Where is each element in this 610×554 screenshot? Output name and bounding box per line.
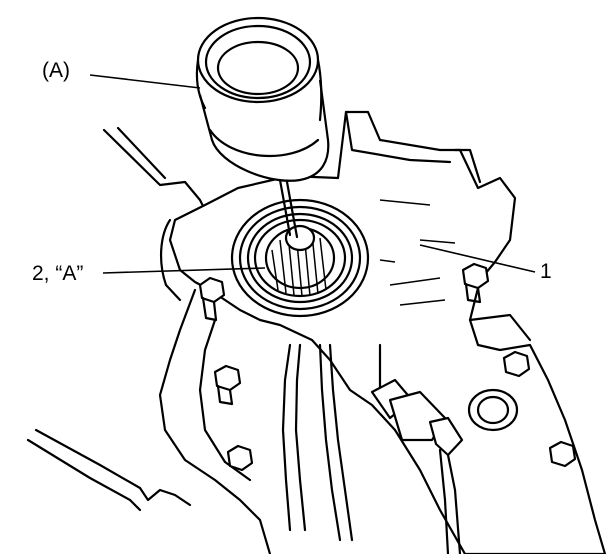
bolt: [213, 364, 242, 406]
bolt: [198, 276, 226, 322]
drain-plug: [467, 388, 519, 432]
case-flange-left: [158, 218, 382, 554]
callout-oil-seal-label: 2, “A”: [32, 262, 84, 285]
callout-housing-label: 1: [540, 260, 552, 283]
leader-line: [89, 74, 201, 89]
leader-line: [102, 267, 266, 274]
callout-tool-label: (A): [42, 59, 70, 82]
leader-line: [419, 244, 536, 273]
sensor-connector: [370, 378, 464, 554]
oil-seal-installer-tool: [195, 16, 330, 239]
bolt: [226, 444, 254, 472]
bolt: [461, 262, 490, 304]
case-lower-edge: [26, 428, 192, 512]
splined-shaft: [264, 224, 336, 297]
bolt: [502, 350, 531, 378]
bolt: [548, 440, 577, 468]
